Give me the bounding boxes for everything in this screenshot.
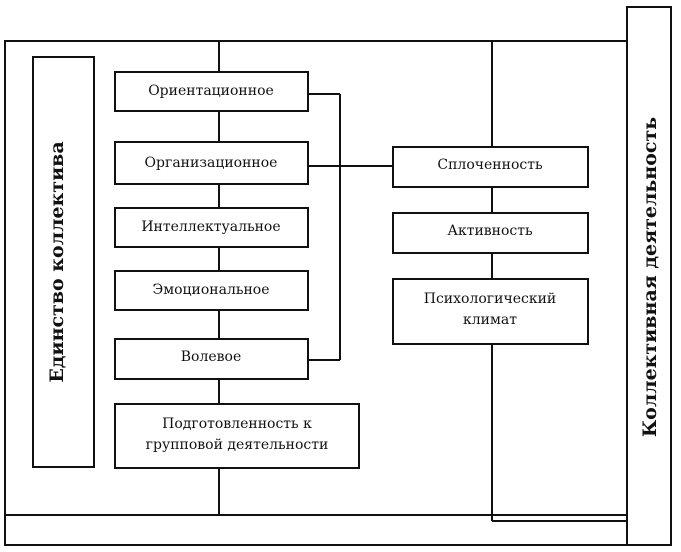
- box-cohesion: [392, 146, 589, 188]
- box-readiness: [114, 403, 360, 469]
- box-activity: [392, 212, 589, 254]
- box-readiness-label-line2: групповой деятельности: [146, 437, 329, 453]
- box-climate-label-line2: климат: [463, 312, 517, 328]
- box-orientational-label: Ориентационное: [148, 83, 274, 99]
- box-organizational: [114, 141, 309, 185]
- activity-frame: [626, 6, 672, 546]
- box-orientational: [114, 71, 309, 112]
- box-volitional: [114, 338, 309, 380]
- box-climate: [392, 278, 589, 345]
- box-readiness-label-line1: Подготовленность к: [162, 416, 312, 432]
- activity-label: Коллективная деятельность: [639, 117, 661, 437]
- box-activity-label: Активность: [447, 223, 533, 239]
- unity-label: Единство коллектива: [46, 141, 68, 382]
- box-climate-label-line1: Психологический: [424, 291, 557, 307]
- box-emotional: [114, 270, 309, 311]
- box-intellectual-label: Интеллектуальное: [141, 219, 280, 235]
- box-volitional-label: Волевое: [181, 349, 242, 365]
- box-cohesion-label: Сплоченность: [437, 157, 543, 173]
- unity-frame: [32, 56, 95, 468]
- box-organizational-label: Организационное: [145, 155, 278, 171]
- box-emotional-label: Эмоциональное: [152, 282, 269, 298]
- box-intellectual: [114, 207, 309, 248]
